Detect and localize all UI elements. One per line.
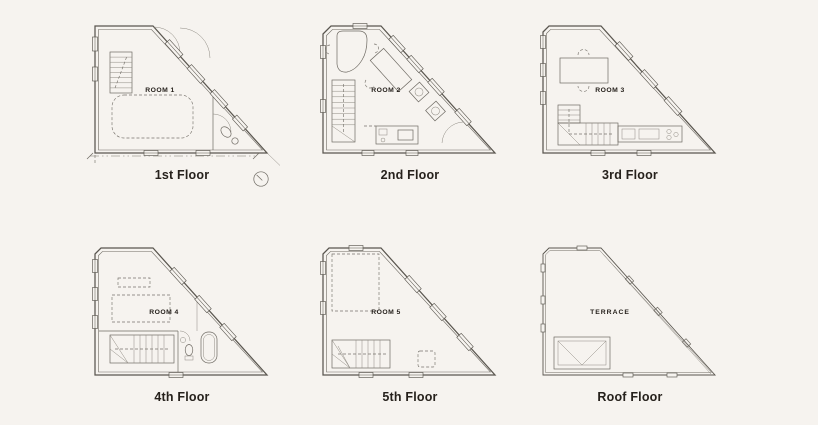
room-label: ROOM 2 (371, 87, 401, 94)
window (348, 245, 364, 251)
window (636, 150, 652, 156)
window (639, 69, 659, 89)
window (219, 322, 237, 342)
window (143, 150, 159, 156)
grand-piano (325, 30, 379, 73)
window (408, 372, 424, 378)
railing (601, 252, 712, 375)
window (320, 99, 326, 113)
window (361, 150, 375, 156)
window (404, 274, 422, 294)
window (590, 150, 606, 156)
room-label: ROOM 5 (371, 309, 401, 316)
floor-caption: 4th Floor (154, 390, 210, 404)
wall-tick (576, 245, 588, 251)
floor-plan-2nd: ROOM 2 (320, 23, 497, 156)
bathroom (180, 331, 218, 364)
wall-tick (540, 295, 546, 305)
window (194, 294, 212, 314)
floor-plan-1st-figure: ROOM 1 1st Floor (84, 14, 296, 187)
door-arc (441, 121, 464, 144)
vehicle-outline (111, 94, 194, 139)
kitchen-counter (364, 125, 419, 145)
floor-plan-3rd: ROOM 3 (540, 25, 717, 156)
stairs (557, 104, 619, 146)
stairs (331, 339, 391, 369)
window (540, 63, 546, 77)
north-dial-icon (253, 171, 269, 187)
window (168, 372, 184, 378)
floor-caption: 2nd Floor (380, 168, 440, 182)
window (92, 66, 98, 82)
property-lines (86, 152, 281, 166)
window (352, 23, 368, 29)
skylight-hatch (553, 336, 611, 370)
window (663, 96, 683, 116)
wc-corner (212, 93, 239, 150)
stairs (331, 79, 356, 143)
washer-icon (425, 100, 446, 122)
window (92, 36, 98, 52)
room-label: ROOM 3 (595, 87, 625, 94)
window (388, 34, 406, 54)
floor-caption: Roof Floor (597, 390, 663, 404)
window (92, 315, 98, 329)
stairs (109, 334, 175, 364)
window (231, 114, 249, 132)
floor-plan-3rd-figure: ROOM 3 3rd Floor (532, 14, 744, 182)
dining-table (559, 49, 609, 92)
floor-plan-5th-figure: ROOM 5 5th Floor (312, 236, 524, 404)
room-label: ROOM 1 (145, 87, 175, 94)
floor-plan-1st: ROOM 1 (86, 25, 281, 166)
wall-tick (622, 372, 634, 378)
stairs (109, 51, 133, 94)
room-label: ROOM 4 (149, 309, 179, 316)
window (454, 107, 472, 127)
floor-plan-2nd-figure: ROOM 2 2nd Floor (312, 14, 524, 182)
floor-plan-roof: TERRACE (540, 245, 717, 378)
window (169, 266, 187, 286)
window (540, 35, 546, 49)
window (195, 150, 211, 156)
wall-tick (540, 263, 546, 273)
window (614, 41, 634, 61)
floor-plan-roof-figure: TERRACE Roof Floor (532, 236, 744, 404)
floor-plan-4th: ROOM 4 (92, 247, 269, 378)
window (406, 54, 424, 74)
window (320, 261, 326, 275)
window (164, 39, 184, 59)
kitchen-counter (617, 125, 683, 143)
door-arc (153, 26, 211, 59)
wall-tick (666, 372, 678, 378)
loft-area-outline (331, 253, 380, 312)
partition-walls (99, 298, 198, 372)
window (540, 91, 546, 105)
hatch-outline (417, 350, 436, 368)
window (358, 372, 374, 378)
window (209, 89, 229, 109)
window (427, 77, 445, 97)
bed-outline (111, 294, 171, 323)
floor-caption: 1st Floor (154, 168, 210, 182)
floor-caption: 5th Floor (382, 390, 438, 404)
window (429, 302, 447, 322)
window (320, 301, 326, 315)
window (92, 287, 98, 301)
window (92, 259, 98, 273)
window (186, 64, 206, 84)
desk (364, 47, 413, 93)
shelf-outline (117, 277, 151, 288)
floor-plan-5th: ROOM 5 (320, 245, 497, 378)
floor-caption: 3rd Floor (602, 168, 658, 182)
window (405, 150, 419, 156)
floor-plan-4th-figure: ROOM 4 4th Floor (84, 236, 296, 404)
washer-icon (408, 81, 430, 103)
window (456, 332, 474, 352)
room-label: TERRACE (590, 309, 630, 316)
window (320, 45, 326, 59)
wall-tick (540, 323, 546, 333)
